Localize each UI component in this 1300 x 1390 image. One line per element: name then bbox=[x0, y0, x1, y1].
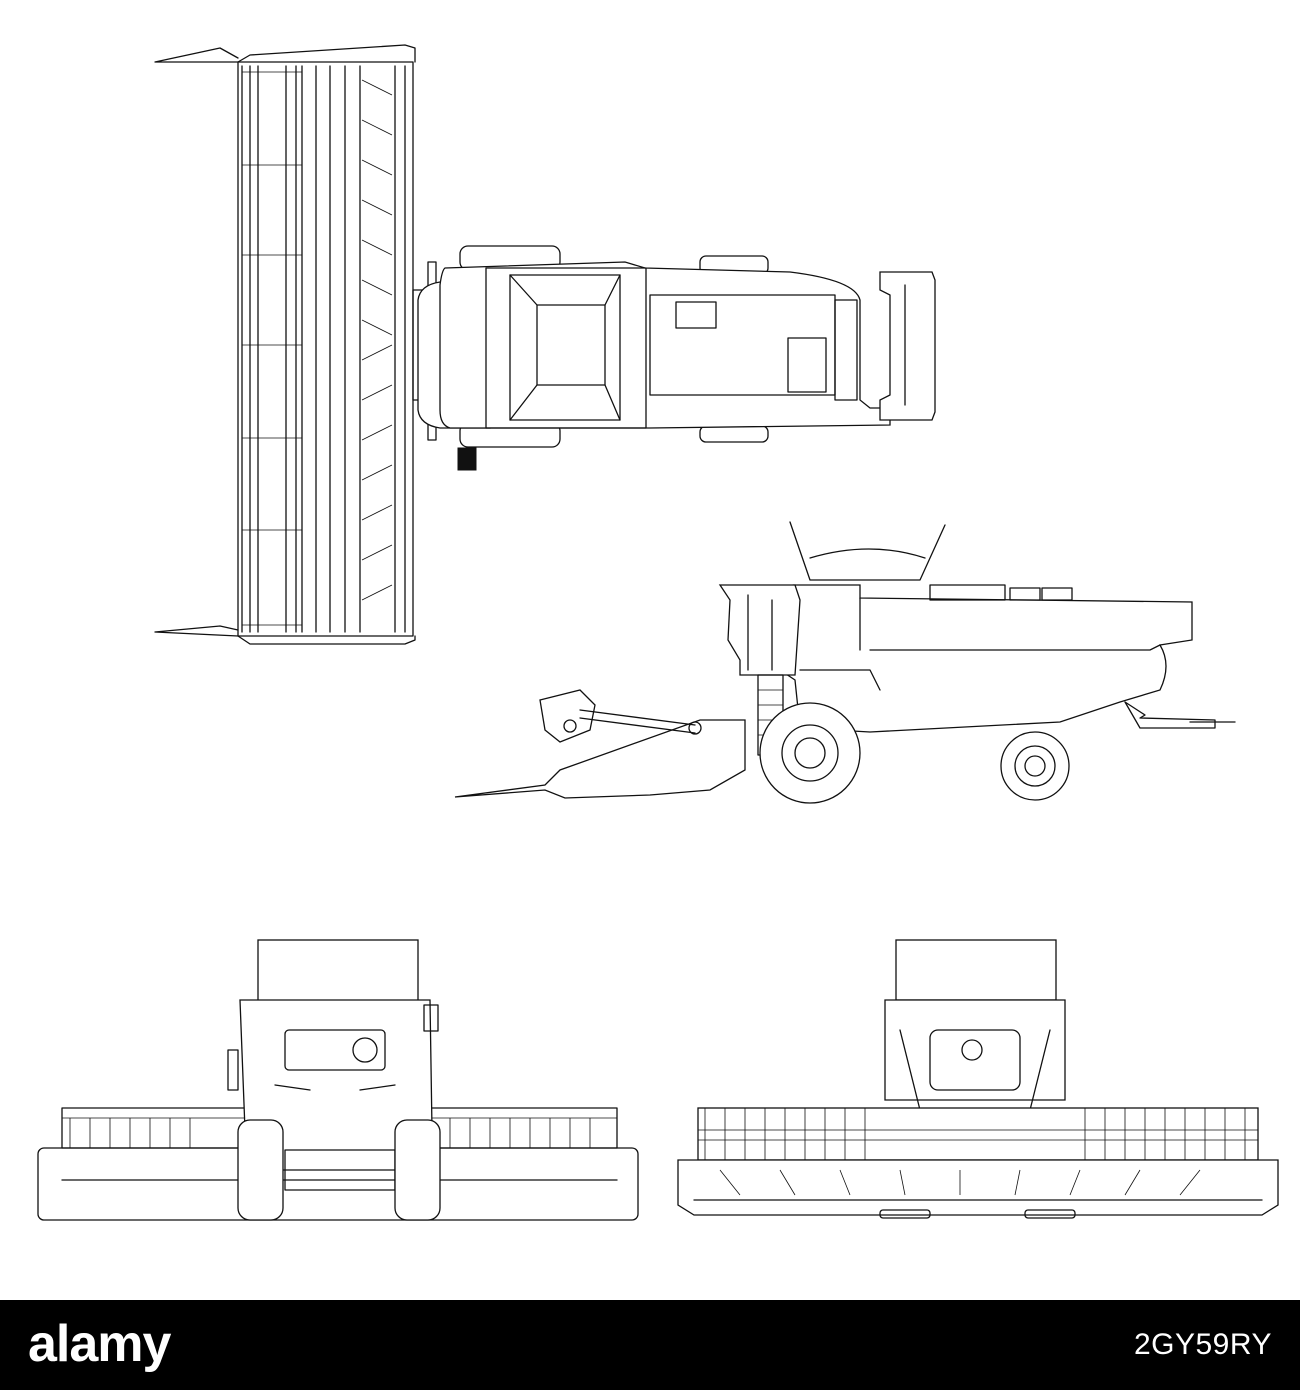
footer-bar: alamy 2GY59RY bbox=[0, 1300, 1300, 1390]
image-code: 2GY59RY bbox=[1133, 1328, 1272, 1361]
top-view bbox=[154, 44, 936, 645]
front-view bbox=[37, 939, 639, 1221]
brand-logo: alamy bbox=[28, 1312, 171, 1376]
brand-wordmark: alamy bbox=[28, 1315, 171, 1373]
top-view-body bbox=[417, 245, 936, 471]
side-view bbox=[454, 521, 1236, 804]
combine-harvester-drawing bbox=[37, 44, 1279, 1221]
top-view-header bbox=[154, 44, 416, 645]
rear-view bbox=[677, 939, 1279, 1219]
